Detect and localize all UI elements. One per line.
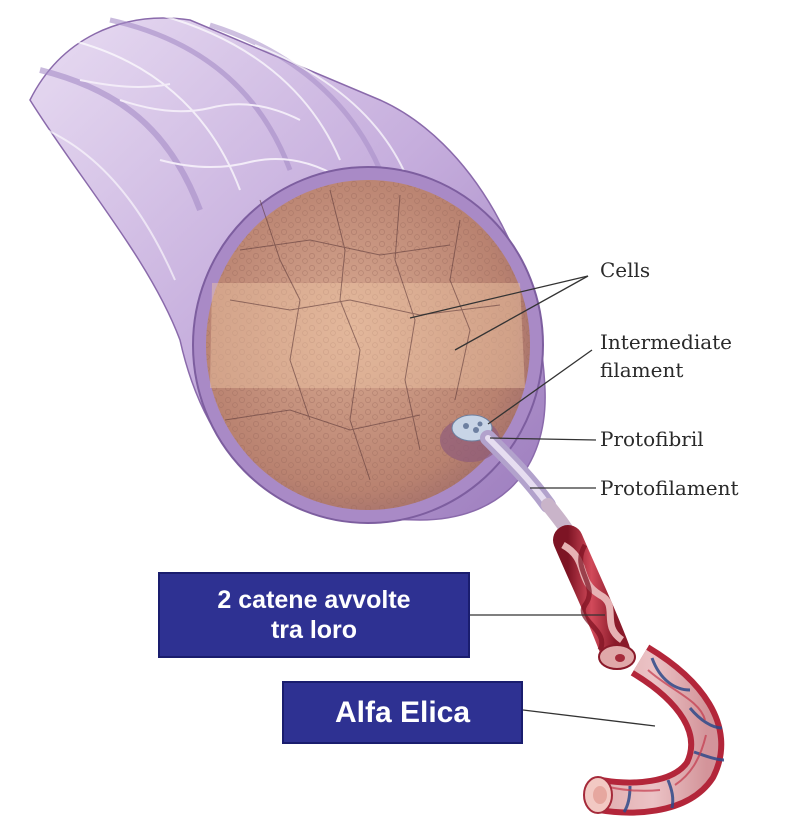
alfa-elica-label: Alfa Elica: [335, 696, 470, 730]
label-protofilament: Protofilament: [600, 475, 739, 501]
catene-avvolte-box: 2 catene avvolte tra loro: [158, 572, 470, 658]
alfa-elica-box: Alfa Elica: [282, 681, 523, 744]
label-intermediate-filament-line1: Intermediate: [600, 329, 732, 355]
label-intermediate-filament-line2: filament: [600, 357, 683, 383]
double-helix-chains: [563, 540, 635, 669]
catene-line1: 2 catene avvolte: [217, 585, 410, 615]
label-cells: Cells: [600, 257, 650, 283]
alfa-elica-leader: [523, 710, 655, 726]
label-protofibril: Protofibril: [600, 426, 704, 452]
cross-section: [193, 167, 543, 523]
catene-line2: tra loro: [271, 615, 357, 645]
alpha-helix: [584, 658, 724, 813]
